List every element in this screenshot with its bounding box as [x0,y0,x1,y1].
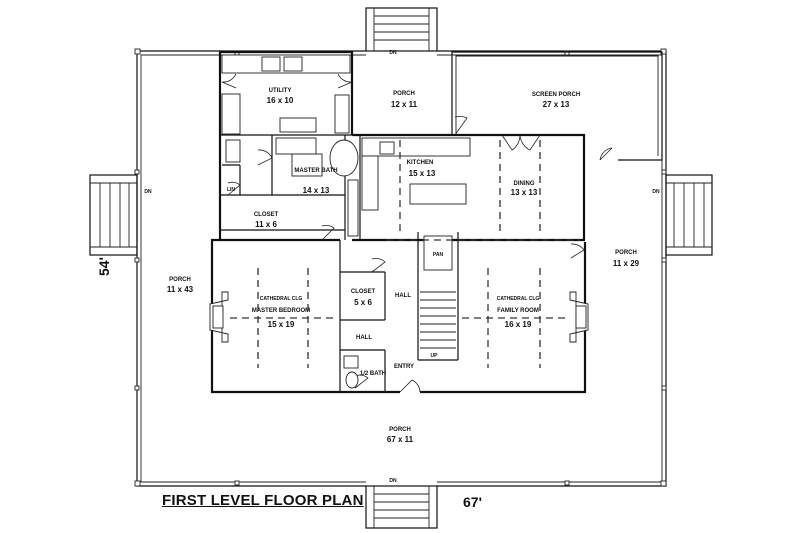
master-bath-name: MASTER BATH [294,168,337,174]
kitchen-size: 15 x 13 [409,169,436,178]
steps-left [89,174,138,256]
porch-railing [134,48,667,487]
screen-porch-name: SCREEN PORCH [532,92,580,98]
closet-big-name: CLOSET [254,212,279,218]
hall-upper-label: HALL [395,293,411,299]
entry-label: ENTRY [394,364,414,370]
steps-right [665,174,713,256]
family-room-size: 16 x 19 [505,320,532,329]
up-label: UP [431,353,439,359]
width-dimension: 67' [463,494,482,510]
doors [221,73,585,393]
fixtures [209,54,589,389]
down-label-left: DN [144,189,152,195]
closet-small-name: CLOSET [351,289,376,295]
porch-top-size: 12 x 11 [391,100,418,109]
plan-title: FIRST LEVEL FLOOR PLAN [162,492,364,509]
ceiling-lines [230,140,580,368]
half-bath-label: 1/2 BATH [360,371,386,377]
porch-left-size: 11 x 43 [167,285,194,294]
porch-bottom-name: PORCH [389,427,411,433]
down-label-top: DN [389,50,397,56]
steps-top [365,7,438,52]
porch-right-name: PORCH [615,250,637,256]
steps-bottom [365,485,438,529]
family-room-ceiling: CATHEDRAL CLG [497,296,540,302]
master-bath-size: 14 x 13 [303,186,330,195]
screen-porch-walls [451,51,663,161]
porch-bottom-size: 67 x 11 [387,435,414,444]
family-room-name: FAMILY ROOM [497,308,539,314]
dining-size: 13 x 13 [511,188,538,197]
hall-lower-label: HALL [356,335,372,341]
closet-small-size: 5 x 6 [354,298,372,307]
depth-dimension: 54' [96,257,112,276]
down-label-bottom: DN [389,478,397,484]
porch-left-name: PORCH [169,277,191,283]
master-bedroom-name: MASTER BEDROOM [252,308,310,314]
porch-right-size: 11 x 29 [613,259,640,268]
master-bedroom-size: 15 x 19 [268,320,295,329]
pan-label: PAN [433,252,444,258]
utility-name: UTILITY [269,88,292,94]
utility-size: 16 x 10 [267,96,294,105]
porch-top-name: PORCH [393,91,415,97]
dining-name: DINING [514,181,535,187]
master-bedroom-ceiling: CATHEDRAL CLG [260,296,303,302]
lin-label: LIN [227,187,235,193]
screen-porch-size: 27 x 13 [543,100,570,109]
down-label-right: DN [652,189,660,195]
closet-big-size: 11 x 6 [255,220,277,229]
kitchen-name: KITCHEN [407,160,434,166]
